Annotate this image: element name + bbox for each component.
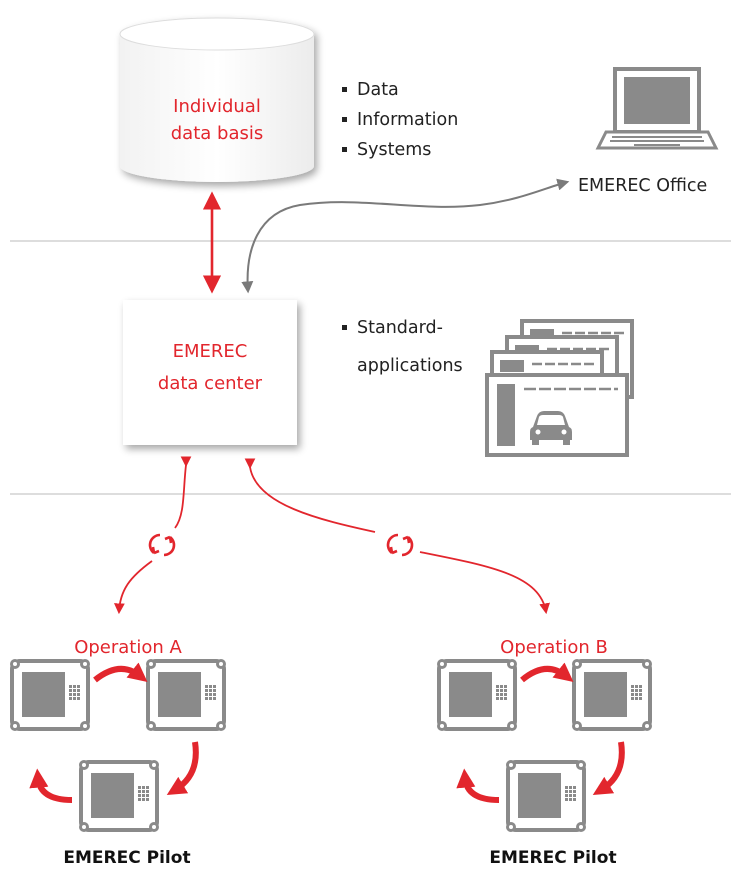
standard-apps-line1: Standard- (357, 318, 443, 338)
operation-a-link-arrow (119, 464, 187, 612)
database-label-line1: Individual (173, 96, 261, 117)
curved-arrow-icon (29, 768, 73, 803)
operation-b-link-arrow (249, 466, 546, 612)
datacenter-label-line1: EMEREC (173, 341, 248, 362)
tablet-device-icon (8, 657, 92, 733)
curved-arrow-icon (592, 741, 625, 795)
database-item-systems: Systems (357, 140, 431, 160)
curved-arrow-icon (166, 741, 199, 795)
tablet-device-icon (504, 758, 588, 834)
database-label-line2: data basis (171, 123, 263, 144)
curved-arrow-icon (456, 768, 500, 803)
document-stack-icon (485, 319, 634, 457)
laptop-icon (595, 67, 719, 150)
database-item-information: Information (357, 110, 458, 130)
curved-arrow-icon (93, 662, 148, 683)
tablet-device-icon (435, 657, 519, 733)
office-label: EMEREC Office (578, 176, 707, 196)
sync-icon-a (148, 533, 176, 557)
car-icon (530, 411, 572, 445)
standard-apps-line2: applications (357, 356, 463, 376)
operation-b-label: Operation B (500, 637, 608, 658)
tablet-device-icon (144, 657, 228, 733)
database-icon (119, 17, 315, 182)
database-item-data: Data (357, 80, 399, 100)
datacenter-box (123, 300, 297, 445)
database-items-list: Data Information Systems (342, 80, 458, 160)
curved-arrow-icon (520, 662, 574, 683)
sync-icon-b (386, 533, 414, 557)
tablet-device-icon (77, 758, 161, 834)
operation-a-device-label: EMEREC Pilot (63, 848, 190, 868)
tablet-device-icon (570, 657, 654, 733)
datacenter-label-line2: data center (158, 373, 263, 394)
operation-b-devices (435, 657, 654, 834)
office-link-arrow (241, 178, 570, 294)
operation-a-devices (8, 657, 228, 834)
operation-b-device-label: EMEREC Pilot (489, 848, 616, 868)
operation-a-label: Operation A (74, 637, 182, 658)
